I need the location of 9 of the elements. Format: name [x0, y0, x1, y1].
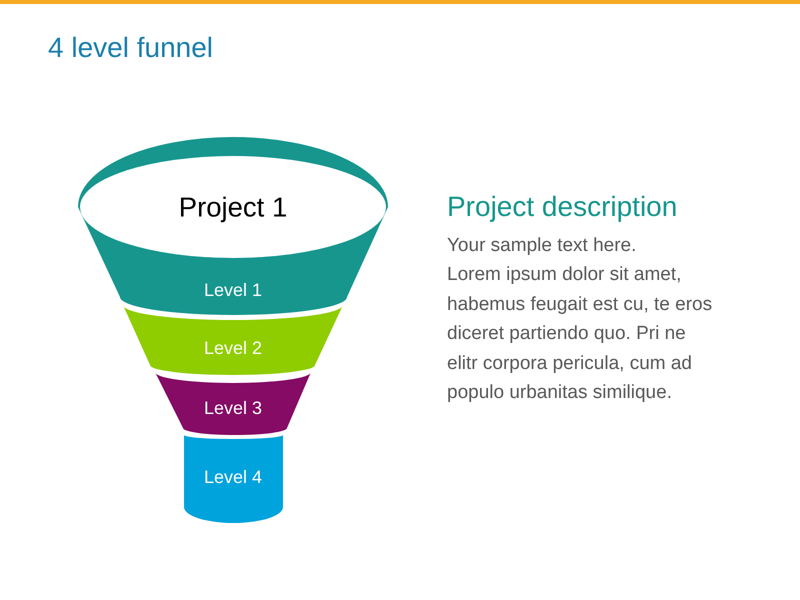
level-label: Level 2 — [204, 338, 262, 360]
slide-title: 4 level funnel — [48, 32, 214, 64]
level-label: Level 1 — [204, 280, 262, 302]
description-text: Your sample text here. — [447, 234, 638, 258]
description-heading: Project description — [447, 190, 678, 224]
description-text: Lorem ipsum dolor sit amet, habemus feugait est cu, te eros diceret partiendo quo. Pri ne elitr corpora pericula, cum ad populo urbanitas similique. — [447, 263, 714, 405]
level-label: Level 4 — [204, 467, 262, 489]
level-label: Level 3 — [204, 398, 262, 420]
funnel-top-label: Project 1 — [178, 190, 288, 224]
